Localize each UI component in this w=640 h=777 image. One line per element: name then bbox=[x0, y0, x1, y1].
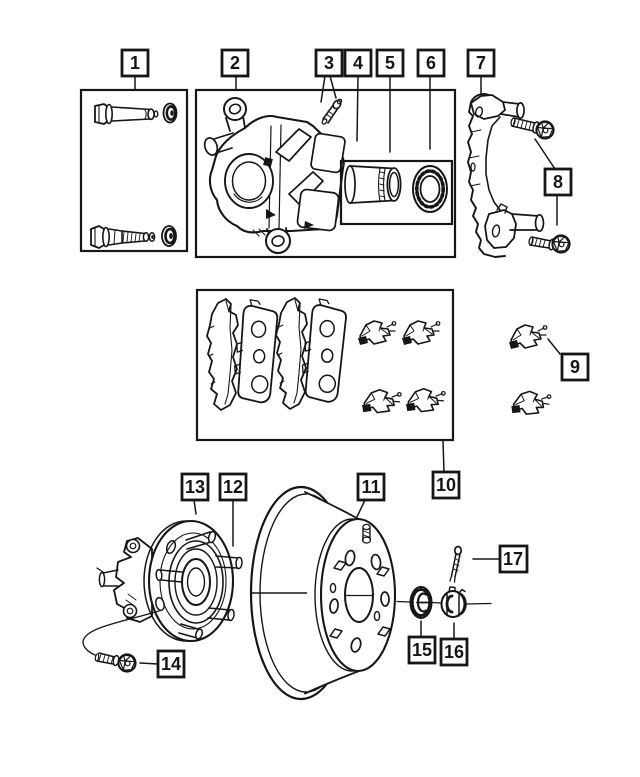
callout-12[interactable]: 12 bbox=[218, 472, 248, 547]
brake-pad-2 bbox=[275, 297, 308, 410]
spindle-nut-drawing bbox=[440, 586, 492, 618]
abutment-clip-upper bbox=[508, 324, 548, 350]
callout-3[interactable]: 3 bbox=[314, 48, 344, 103]
piston-seal-drawing bbox=[412, 165, 448, 213]
callout-13-leader bbox=[193, 499, 197, 515]
callout-6-number: 6 bbox=[426, 53, 436, 73]
caliper-box-frame bbox=[194, 88, 457, 259]
callout-2-box bbox=[220, 48, 250, 78]
callout-7-number: 7 bbox=[476, 53, 486, 73]
pad-clip-2 bbox=[401, 320, 441, 346]
callout-13-number: 13 bbox=[185, 477, 205, 497]
pad-shim-1 bbox=[231, 298, 280, 404]
bleeder-screw-drawing bbox=[321, 98, 343, 125]
abutment-clips-drawing bbox=[508, 324, 552, 419]
callout-3-box bbox=[314, 48, 344, 78]
adapter-bolt-lower bbox=[528, 234, 571, 254]
callout-2[interactable]: 2 bbox=[220, 48, 250, 91]
callouts: 1 2 3 4 5 6 7 bbox=[120, 48, 590, 679]
callout-14-leader bbox=[139, 662, 159, 665]
abutment-clip-lower bbox=[509, 388, 552, 419]
cotter-pin-drawing bbox=[449, 545, 463, 583]
spindle-washer-drawing bbox=[396, 586, 442, 619]
wheel-studs-drawing bbox=[155, 530, 243, 640]
caliper-drawing bbox=[194, 88, 457, 259]
callout-10-box bbox=[431, 470, 461, 500]
callout-5[interactable]: 5 bbox=[375, 48, 405, 153]
callout-11-number: 11 bbox=[361, 477, 380, 497]
callout-6[interactable]: 6 bbox=[416, 48, 446, 150]
callout-16-box bbox=[439, 637, 469, 667]
callout-17[interactable]: 17 bbox=[472, 544, 529, 574]
callout-8-leader bbox=[534, 138, 558, 226]
callout-2-number: 2 bbox=[230, 53, 240, 73]
callout-10-leader bbox=[442, 440, 445, 473]
pad-kit-frame bbox=[195, 288, 455, 442]
hub-bearing-drawing bbox=[96, 519, 243, 643]
callout-3-leader bbox=[320, 75, 337, 103]
callout-1-number: 1 bbox=[130, 53, 140, 73]
callout-4[interactable]: 4 bbox=[343, 48, 373, 142]
rotor-drawing bbox=[249, 485, 397, 701]
brake-pad-1 bbox=[206, 298, 239, 411]
callout-9-leader bbox=[547, 338, 561, 355]
callout-15[interactable]: 15 bbox=[407, 620, 437, 665]
callout-17-box bbox=[498, 544, 529, 574]
callout-9-box bbox=[560, 352, 590, 382]
callout-1-box bbox=[120, 48, 150, 78]
guide-pin-kit-drawing bbox=[79, 88, 189, 253]
callout-14-box bbox=[156, 649, 186, 679]
pad-kit-drawing bbox=[195, 288, 455, 442]
callout-13-box bbox=[180, 472, 210, 502]
callout-8[interactable]: 8 bbox=[534, 138, 573, 226]
callout-9[interactable]: 9 bbox=[547, 338, 590, 382]
adapter-bolt-upper bbox=[510, 117, 555, 140]
callout-8-box bbox=[543, 167, 573, 197]
guide-pin-kit-frame bbox=[79, 88, 189, 253]
callout-11[interactable]: 11 bbox=[355, 472, 386, 520]
adapter-bracket-drawing bbox=[467, 93, 545, 258]
callout-7-box bbox=[466, 48, 496, 78]
callout-12-number: 12 bbox=[223, 477, 243, 497]
callout-12-box bbox=[218, 472, 248, 502]
kit-frame bbox=[339, 159, 454, 226]
callout-4-number: 4 bbox=[353, 53, 363, 73]
adapter-bolts-drawing bbox=[510, 117, 571, 254]
callout-1[interactable]: 1 bbox=[120, 48, 150, 91]
callout-9-number: 9 bbox=[570, 357, 580, 377]
pad-shim-2 bbox=[299, 297, 349, 404]
callout-11-leader bbox=[355, 499, 366, 520]
callout-11-box bbox=[356, 472, 386, 502]
callout-14-number: 14 bbox=[161, 654, 181, 674]
piston-drawing bbox=[344, 165, 402, 204]
callout-7[interactable]: 7 bbox=[466, 48, 496, 94]
hub-bolt-pointer-curve bbox=[82, 610, 160, 656]
callout-16[interactable]: 16 bbox=[439, 622, 469, 667]
pad-clip-3 bbox=[360, 387, 403, 417]
callout-5-number: 5 bbox=[385, 53, 395, 73]
callout-4-box bbox=[343, 48, 373, 78]
pad-clip-1 bbox=[357, 320, 397, 346]
callout-5-box bbox=[375, 48, 405, 78]
callout-16-number: 16 bbox=[444, 642, 464, 662]
callout-10-number: 10 bbox=[436, 475, 456, 495]
pad-clip-4 bbox=[404, 386, 447, 416]
callout-13[interactable]: 13 bbox=[180, 472, 210, 515]
hub-bolt-drawing bbox=[82, 610, 160, 673]
callout-8-number: 8 bbox=[553, 172, 563, 192]
callout-3-number: 3 bbox=[324, 53, 334, 73]
callout-6-box bbox=[416, 48, 446, 78]
callout-15-box bbox=[407, 635, 437, 665]
callout-14[interactable]: 14 bbox=[139, 649, 186, 679]
callout-17-number: 17 bbox=[503, 549, 523, 569]
callout-15-number: 15 bbox=[412, 640, 432, 660]
piston-seal-kit-box bbox=[339, 159, 454, 226]
callout-10[interactable]: 10 bbox=[431, 440, 461, 500]
callout-4-leader bbox=[356, 75, 359, 142]
